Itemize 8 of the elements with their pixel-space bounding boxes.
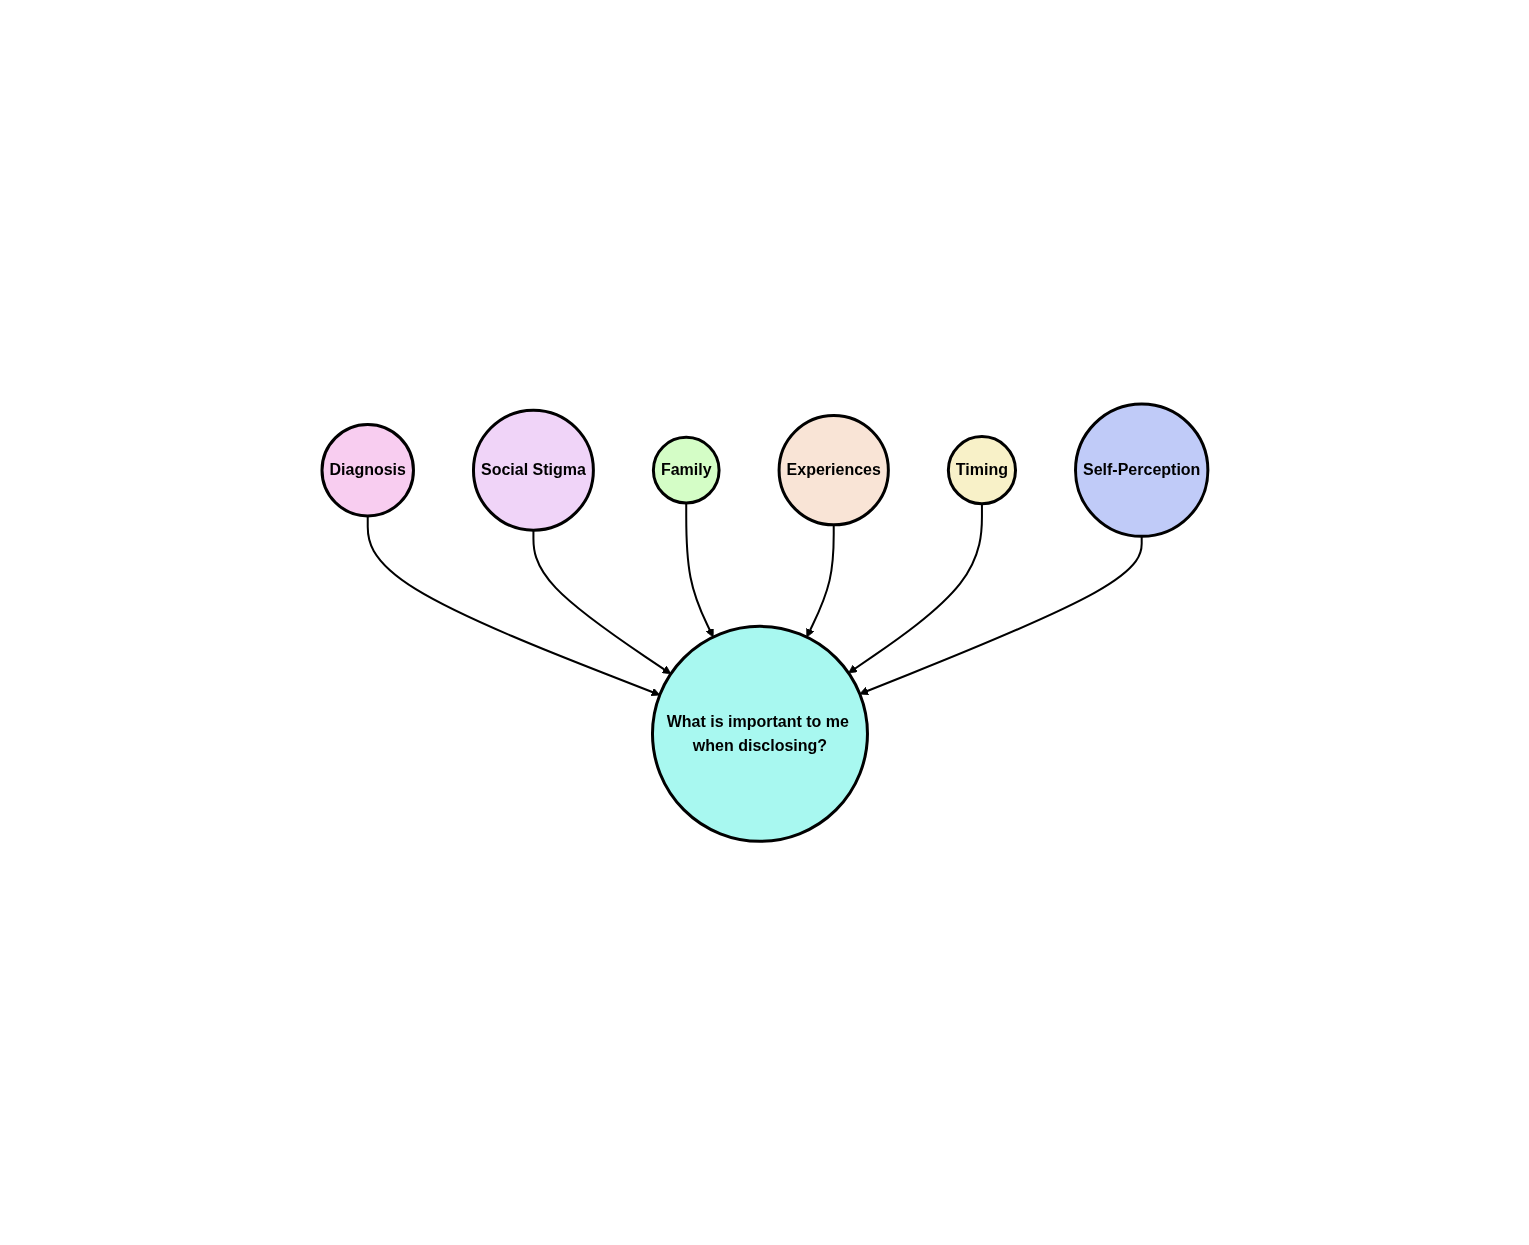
node-circle: What is important to me when disclosing?	[650, 624, 869, 843]
node-circle: Experiences	[777, 413, 890, 527]
node-circle: Social Stigma	[471, 408, 595, 532]
node-circle: Self-Perception	[1073, 402, 1209, 538]
node-circle: Family	[651, 435, 721, 505]
node-circle: Timing	[946, 434, 1017, 506]
node-circle: Diagnosis	[320, 422, 415, 518]
arrow	[858, 535, 1143, 695]
